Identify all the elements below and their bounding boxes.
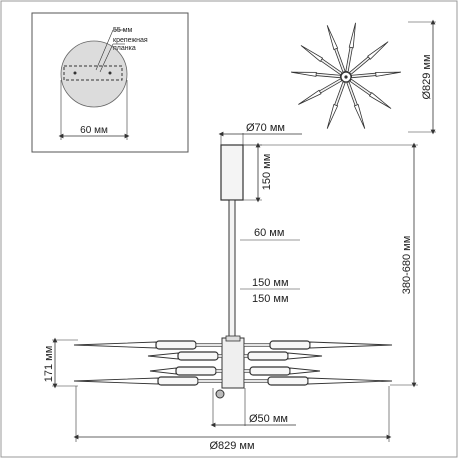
- fixture-sleeve-right-1: [269, 340, 311, 350]
- fixture-spike-right-3: [289, 367, 321, 375]
- star-arm-7: [298, 78, 343, 105]
- star-arm-6: [326, 81, 346, 129]
- star-arm-spike: [298, 89, 322, 105]
- fixture-connector-right-4: [243, 379, 269, 383]
- canopy-diameter-label: Ø70 мм: [246, 122, 285, 134]
- star-arm-sleeve-inner: [334, 48, 345, 72]
- star-arm-spike: [353, 103, 366, 129]
- screw-hole-left: [73, 71, 77, 75]
- total-height-label: 380-680 мм: [401, 236, 413, 295]
- plate-width-label: 60 мм: [80, 125, 108, 136]
- star-arm-2: [348, 41, 389, 75]
- star-hub-center: [344, 75, 348, 79]
- top-view-star: [291, 22, 401, 129]
- fixture-knob: [215, 389, 225, 399]
- star-arm-sleeve-inner: [316, 73, 341, 78]
- fixture-spike-right-1: [309, 341, 393, 349]
- mount-plate: [60, 40, 128, 108]
- star-arm-sleeve-inner: [320, 59, 342, 75]
- rod-3-label: 150 мм: [252, 293, 289, 305]
- bracket-label-line1: крепежная: [113, 37, 148, 44]
- fixture-spike-left-3: [149, 367, 177, 375]
- star-arm-10: [326, 25, 346, 73]
- star-arm-1: [345, 22, 356, 73]
- screw-hole-right: [108, 71, 112, 75]
- overall-diameter-label: Ø829 мм: [209, 440, 254, 452]
- fixture-spike-left-4: [73, 377, 159, 385]
- bracket-label-line2: планка: [113, 45, 136, 52]
- star-arm-spike: [348, 22, 356, 49]
- fixture-sleeve-left-3: [175, 366, 217, 376]
- fixture-connector-right-3: [243, 369, 251, 373]
- mount-plate-detail: 55 мм крепежная планка 60 мм: [31, 12, 189, 153]
- leader-bracket-size: [95, 29, 114, 71]
- star-arm-sleeve-inner: [346, 47, 352, 72]
- fixture-spike-right-2: [287, 352, 323, 360]
- detail-box: [31, 12, 189, 153]
- fixture-sleeve-left-4: [157, 376, 199, 386]
- fixture-sleeve-left-1: [155, 340, 197, 350]
- fixture-connector-left-1: [195, 343, 223, 347]
- rod-1-label: 60 мм: [254, 227, 284, 239]
- star-arm-sleeve-inner: [350, 57, 370, 74]
- star-arm-sleeve-inner: [347, 82, 358, 106]
- star-arm-spike: [368, 91, 392, 109]
- canopy-height-label: 150 мм: [261, 154, 273, 191]
- body-height-label: 171 мм: [43, 346, 55, 383]
- star-arm-sleeve-inner: [350, 79, 372, 95]
- star-arm-5: [346, 81, 366, 129]
- star-arm-spike: [326, 25, 339, 51]
- canopy: [220, 144, 244, 201]
- top-view-dimension: Ø829 мм: [408, 19, 436, 135]
- star-arm-sleeve-inner: [351, 73, 376, 78]
- star-arm-spike: [291, 71, 317, 77]
- suspension-rod: [228, 199, 236, 341]
- star-arm-sleeve-inner: [334, 82, 345, 106]
- fixture-connector-left-4: [197, 379, 223, 383]
- fixture-connector-left-2: [217, 354, 223, 358]
- fixture-sleeve-right-2: [247, 351, 289, 361]
- fixture-sleeve-right-3: [249, 366, 291, 376]
- fixture-spike-left-1: [73, 341, 157, 349]
- hub-diameter-label: Ø50 мм: [249, 413, 288, 425]
- fixture-sleeve-right-4: [267, 376, 309, 386]
- side-view: Ø70 мм 150 мм 60 мм 150 мм 150 мм 380-68…: [43, 122, 418, 452]
- fixture-connector-right-1: [243, 343, 271, 347]
- star-arm-9: [300, 45, 343, 76]
- star-arm-sleeve-inner: [319, 79, 342, 93]
- fixture-hub: [221, 337, 245, 389]
- star-arm-spike: [367, 41, 389, 60]
- star-arm-4: [349, 78, 392, 109]
- top-view-diameter-label: Ø829 мм: [421, 54, 433, 99]
- star-arm-spike: [326, 103, 339, 129]
- leader-bracket-label: [99, 43, 114, 73]
- fixture-connector-left-3: [215, 369, 223, 373]
- fixture-hub-cap: [225, 335, 241, 342]
- star-arm-8: [291, 71, 342, 79]
- fixture-spike-right-4: [307, 377, 393, 385]
- star-arm-spike: [375, 71, 401, 77]
- star-arm-spike: [300, 45, 324, 63]
- star-arm-3: [350, 71, 401, 79]
- fixture-spike-left-2: [147, 352, 179, 360]
- mounting-bracket: [63, 65, 123, 81]
- rod-2-label: 150 мм: [252, 277, 289, 289]
- fixture-body: [73, 335, 393, 399]
- fixture-sleeve-left-2: [177, 351, 219, 361]
- bracket-size-label: 55 мм: [113, 27, 133, 34]
